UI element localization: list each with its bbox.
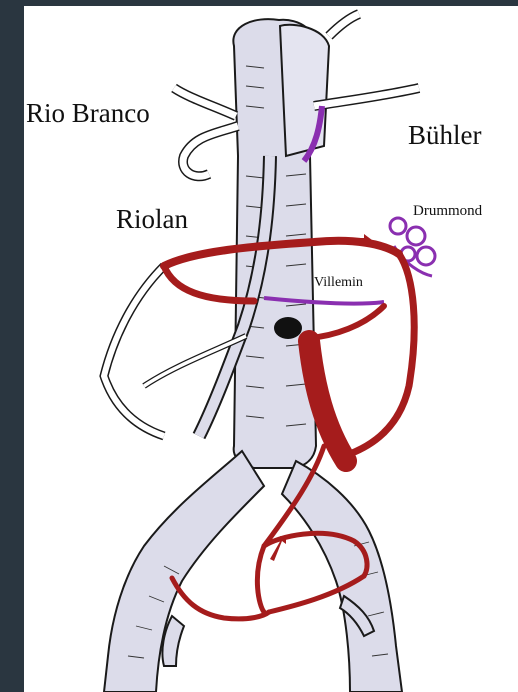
- drummond-arcade: [390, 218, 435, 276]
- villemin-label: Villemin: [314, 275, 363, 291]
- riolan-label: Riolan: [116, 204, 188, 235]
- anatomy-diagram: Rio Branco Bühler Riolan Drummond Villem…: [24, 6, 518, 692]
- ima-ostium: [274, 317, 302, 339]
- buhler-label: Bühler: [408, 120, 482, 151]
- rio-branco-label: Rio Branco: [26, 98, 150, 129]
- drummond-label: Drummond: [413, 203, 482, 220]
